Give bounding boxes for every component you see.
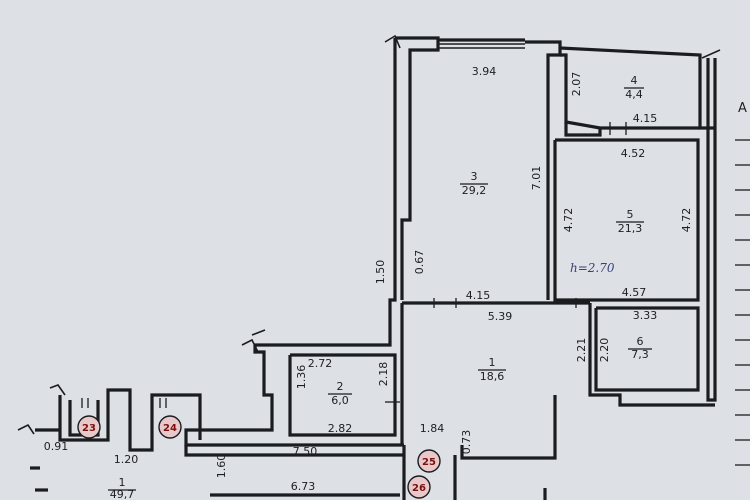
dim-r2-left: 1.36: [295, 365, 308, 390]
dim-r6-top: 3.33: [633, 309, 658, 322]
dim-r3-top: 3.94: [472, 65, 497, 78]
dim-r2-bottom: 2.82: [328, 422, 353, 435]
marker-25-label: 25: [422, 457, 436, 468]
dim-hall-length: 7.50: [293, 445, 318, 458]
dim-r1-right-a: 2.21: [575, 338, 588, 363]
hall-area: 49,7: [110, 488, 135, 500]
dim-left-a: 0.91: [44, 440, 69, 453]
room-1-area: 18,6: [480, 370, 505, 383]
dim-bottom-length: 6.73: [291, 480, 316, 493]
ceiling-height-note: h=2.70: [570, 261, 615, 275]
dim-r1-top: 5.39: [488, 310, 513, 323]
room-3-number: 3: [471, 170, 478, 183]
dimension-labels: 3.94 7.01 0.67 1.50 4.15 2.07 4.15 4.52 …: [44, 65, 693, 493]
dim-r3-right: 7.01: [530, 166, 543, 191]
margin-ticks: [735, 139, 750, 466]
room-2-number: 2: [337, 380, 344, 393]
dim-r4-left: 2.07: [570, 72, 583, 97]
dim-hall-height: 1.60: [215, 454, 228, 479]
marker-24-label: 24: [163, 423, 177, 434]
dim-r3-bottom: 4.15: [466, 289, 491, 302]
dim-r5-top: 4.52: [621, 147, 646, 160]
dim-r3-left: 0.67: [413, 250, 426, 275]
circle-markers: 23 24 25 26: [77, 415, 441, 499]
room-5-area: 21,3: [618, 222, 643, 235]
room-2-area: 6,0: [331, 394, 349, 407]
dim-r4-bottom: 4.15: [633, 112, 658, 125]
marker-24: [158, 415, 182, 439]
room-labels: 3 29,2 4 4,4 5 21,3 1 18,6 6 7,3 2 6,0 1…: [108, 74, 652, 500]
walls: [17, 34, 721, 500]
room-6-area: 7,3: [631, 348, 649, 361]
marker-23: [77, 415, 101, 439]
marker-25: [417, 449, 441, 473]
dim-left-b: 1.20: [114, 453, 139, 466]
edge-letter: A: [738, 101, 747, 116]
dim-r1-right-b: 2.20: [598, 338, 611, 363]
marker-26: [407, 475, 431, 499]
marker-23-label: 23: [82, 423, 96, 434]
dim-r2-top: 2.72: [308, 357, 333, 370]
room-4-area: 4,4: [625, 88, 643, 101]
dim-r2-right: 2.18: [377, 362, 390, 387]
room-1-number: 1: [489, 356, 496, 369]
dim-r3-left-low: 1.50: [374, 260, 387, 285]
marker-26-label: 26: [412, 483, 426, 494]
room-4-number: 4: [631, 74, 638, 87]
dim-r5-left: 4.72: [562, 208, 575, 233]
room-5-number: 5: [627, 208, 634, 221]
dim-corr-top: 1.84: [420, 422, 445, 435]
dim-corr-side: 0.73: [460, 430, 473, 455]
dim-r5-bottom: 4.57: [622, 286, 647, 299]
room-6-number: 6: [637, 335, 644, 348]
hall-number: 1: [119, 476, 126, 489]
opening-ticks: [81, 122, 627, 408]
room-3-area: 29,2: [462, 184, 487, 197]
dim-r5-right: 4.72: [680, 208, 693, 233]
